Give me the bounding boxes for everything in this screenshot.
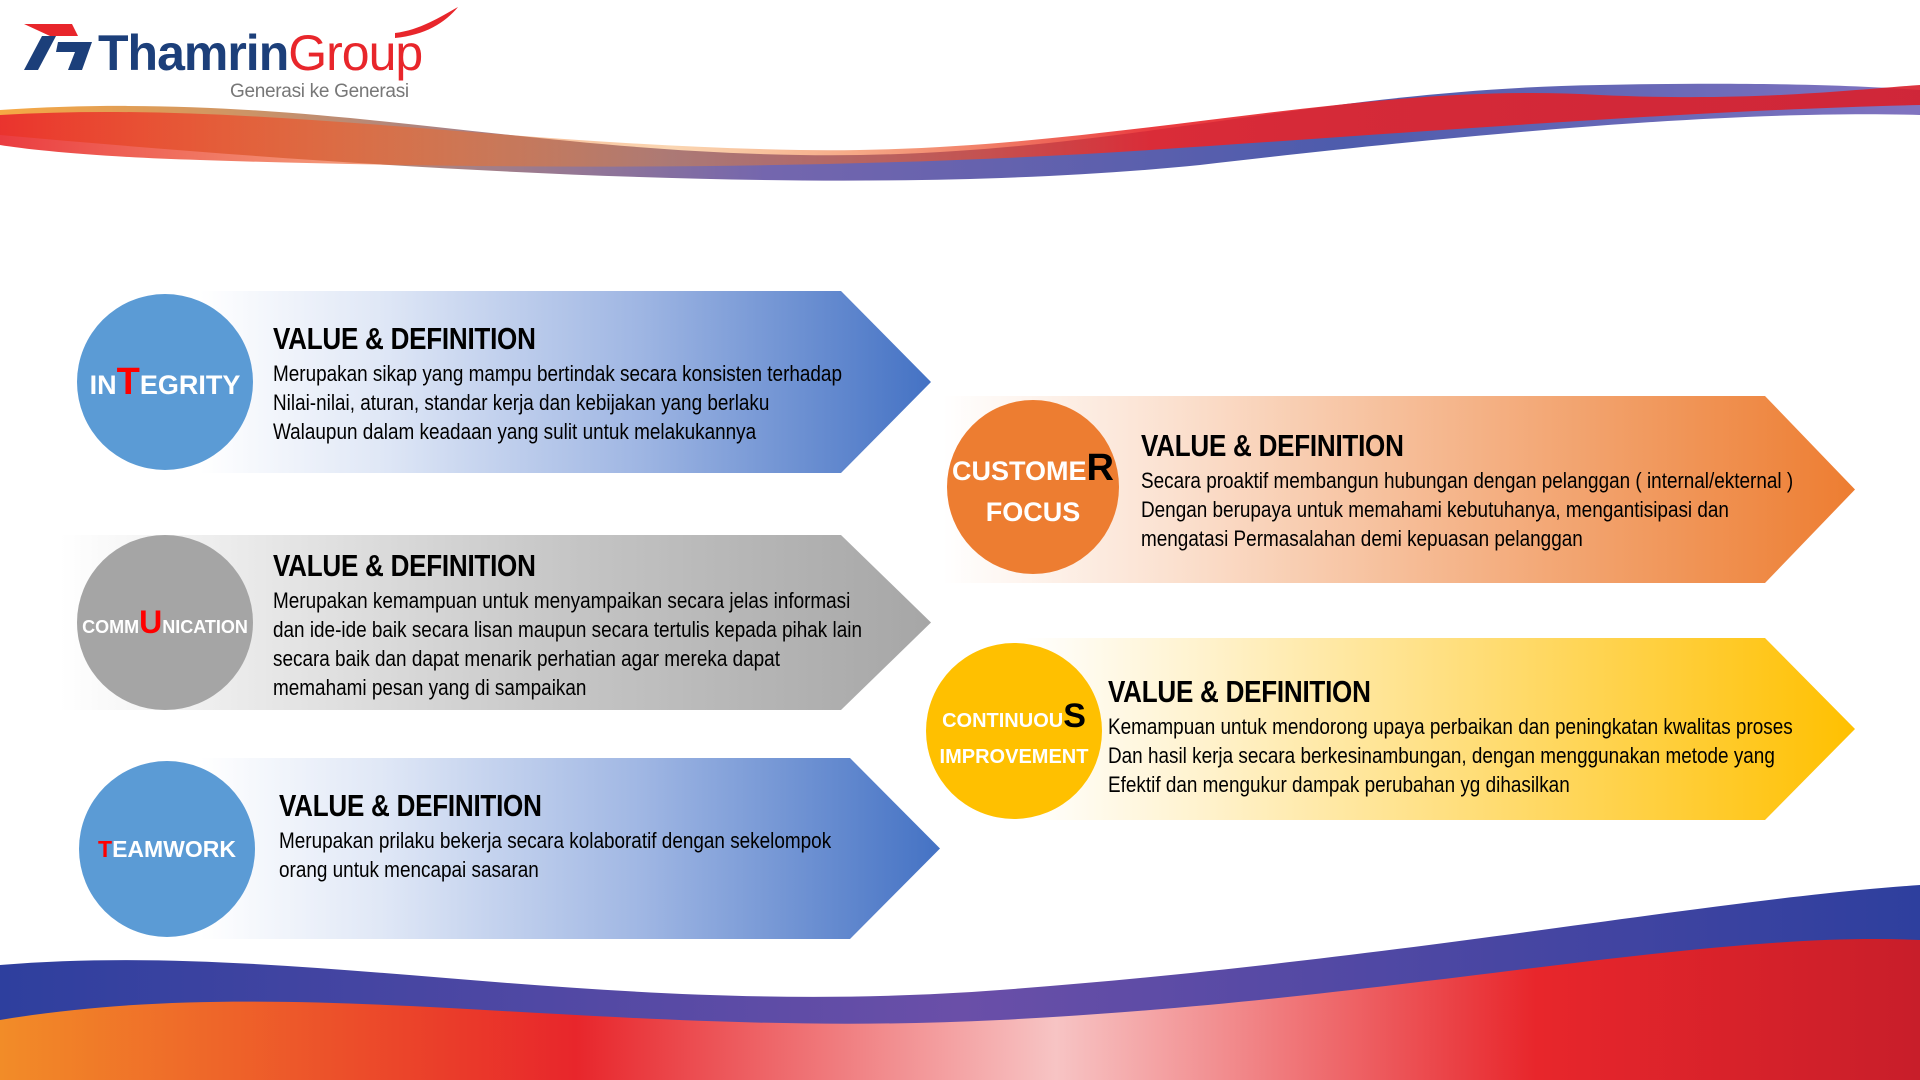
definition-line: Nilai-nilai, aturan, standar kerja dan k… (273, 390, 770, 415)
definition-heading: VALUE & DEFINITION (1108, 674, 1371, 709)
definition-line: dan ide-ide baik secara lisan maupun sec… (273, 617, 862, 642)
communication-definition: VALUE & DEFINITION Merupakan kemampuan u… (273, 546, 958, 702)
definition-line: mengatasi Permasalahan demi kepuasan pel… (1141, 526, 1583, 551)
definition-body: Merupakan kemampuan untuk menyampaikan s… (273, 586, 862, 702)
continuous-improvement-definition: VALUE & DEFINITION Kemampuan untuk mendo… (1108, 672, 1904, 799)
definition-line: Merupakan kemampuan untuk menyampaikan s… (273, 588, 851, 613)
definition-line: Dan hasil kerja secara berkesinambungan,… (1108, 743, 1775, 768)
circle-label: NICATION (162, 617, 248, 637)
definition-line: Merupakan prilaku bekerja secara kolabor… (279, 828, 832, 853)
circle-label-line2: IMPROVEMENT (939, 745, 1089, 768)
circle-label-highlight: S (1063, 696, 1086, 735)
definition-body: Secara proaktif membangun hubungan denga… (1141, 466, 1793, 553)
circle-label: COMM (82, 617, 140, 637)
customer-focus-definition: VALUE & DEFINITION Secara proaktif memba… (1141, 426, 1899, 553)
definition-body: Merupakan prilaku bekerja secara kolabor… (279, 826, 831, 884)
teamwork-arrow-banner (200, 758, 940, 939)
integrity-arrow-banner (200, 291, 931, 473)
definition-line: Efektif dan mengukur dampak perubahan yg… (1108, 772, 1570, 797)
thamrin-group-logo: ThamrinGroup Generasi ke Generasi (20, 5, 458, 102)
integrity-definition: VALUE & DEFINITION Merupakan sikap yang … (273, 319, 935, 446)
definition-body: Merupakan sikap yang mampu bertindak sec… (273, 359, 842, 446)
logo-tagline: Generasi ke Generasi (230, 81, 409, 102)
circle-label: CONTINUOU (942, 709, 1064, 732)
definition-line: secara baik dan dapat menarik perhatian … (273, 646, 780, 671)
bottom-wave-decoration (0, 885, 1920, 1080)
logo-mark-icon (24, 24, 92, 70)
circle-label: EGRITY (139, 369, 241, 400)
definition-line: Kemampuan untuk mendorong upaya perbaika… (1108, 714, 1793, 739)
circle-label: EAMWORK (112, 835, 236, 862)
circle-label-highlight: R (1086, 447, 1114, 490)
definition-line: Dengan berupaya untuk memahami kebutuhan… (1141, 497, 1729, 522)
definition-line: memahami pesan yang di sampaikan (273, 675, 587, 700)
definition-line: Walaupun dalam keadaan yang sulit untuk … (273, 419, 757, 444)
definition-heading: VALUE & DEFINITION (279, 788, 542, 823)
definition-body: Kemampuan untuk mendorong upaya perbaika… (1108, 712, 1793, 799)
logo-swoosh-icon (395, 7, 458, 38)
circle-label-highlight: T (98, 835, 113, 862)
logo-brand-accent: Group (288, 25, 423, 81)
definition-heading: VALUE & DEFINITION (273, 548, 536, 583)
circle-label: CUSTOME (952, 456, 1087, 487)
definition-heading: VALUE & DEFINITION (1141, 428, 1404, 463)
circle-label-highlight: T (116, 360, 140, 403)
teamwork-definition: VALUE & DEFINITION Merupakan prilaku bek… (279, 786, 921, 884)
logo-brand-main: Thamrin (98, 25, 289, 81)
definition-heading: VALUE & DEFINITION (273, 321, 536, 356)
circle-label: IN (89, 369, 117, 400)
definition-line: Secara proaktif membangun hubungan denga… (1141, 468, 1794, 493)
definition-line: Merupakan sikap yang mampu bertindak sec… (273, 361, 842, 386)
top-wave-decoration (0, 83, 1920, 181)
circle-label-highlight: U (139, 604, 163, 640)
definition-line: orang untuk mencapai sasaran (279, 857, 539, 882)
circle-label-line2: FOCUS (985, 497, 1081, 528)
